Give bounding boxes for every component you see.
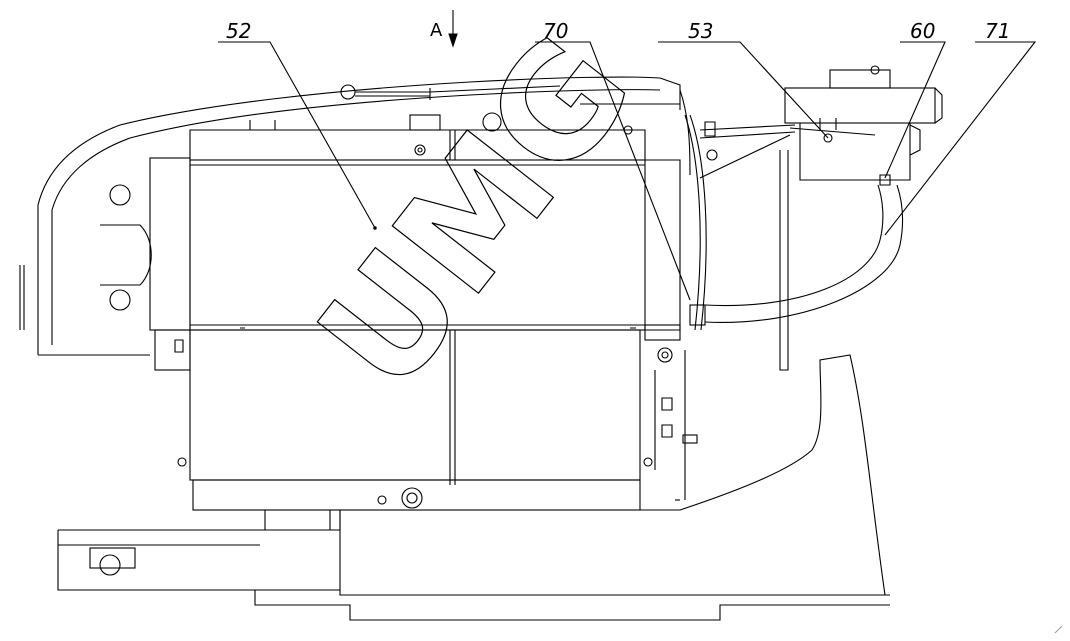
- base-frame: [57, 509, 890, 621]
- callout-52: 52: [226, 19, 251, 43]
- handle-rod: [340, 84, 561, 100]
- left-frame: [100, 157, 191, 371]
- right-bracket: [679, 150, 886, 596]
- umg-watermark: UMG: [286, 4, 666, 422]
- component-53: [784, 65, 943, 186]
- callout-70: 70: [543, 19, 568, 43]
- hinge-link: [679, 89, 796, 179]
- lower-body: [177, 329, 698, 511]
- cable-70: [684, 114, 707, 331]
- callout-71: 71: [985, 19, 1010, 43]
- view-arrow-a: [448, 10, 458, 48]
- leader-lines: [218, 41, 1037, 301]
- callout-60: 60: [910, 19, 935, 43]
- corner-mark: [1054, 625, 1063, 634]
- view-label: A: [430, 20, 443, 41]
- callout-53: 53: [688, 19, 713, 43]
- hose-71: [689, 184, 904, 326]
- hood-cover: [19, 76, 681, 356]
- unit-52: [189, 112, 681, 341]
